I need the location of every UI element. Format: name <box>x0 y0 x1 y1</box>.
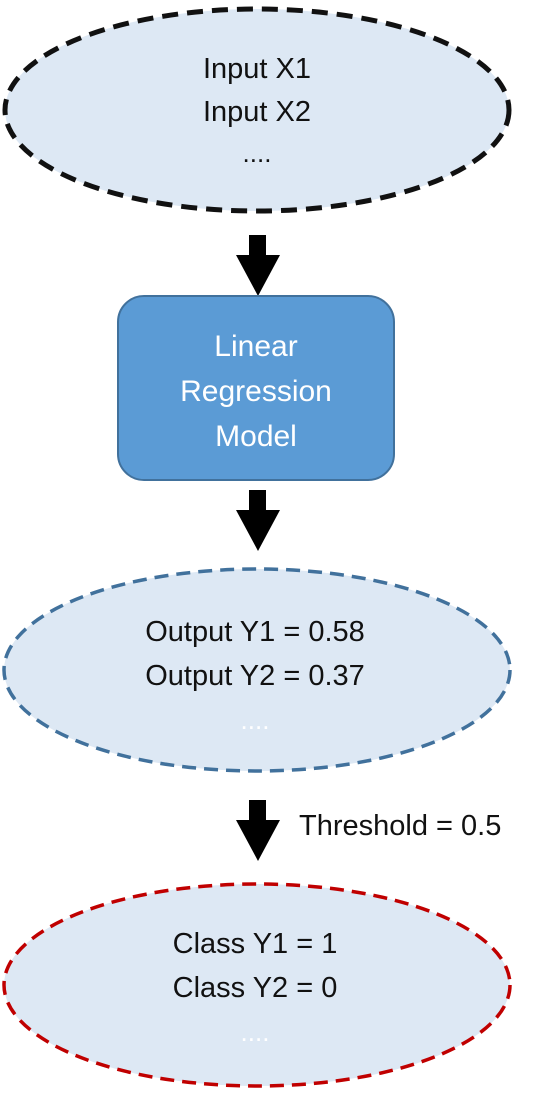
arrow-head <box>236 820 280 861</box>
class-node: Class Y1 = 1 Class Y2 = 0 .... <box>2 882 512 1088</box>
class-ellipse <box>2 882 512 1088</box>
model-node: Linear Regression Model <box>117 295 395 481</box>
input-line-2: Input X2 <box>203 96 311 128</box>
arrow-shaft <box>249 235 266 257</box>
model-line-1: Linear <box>214 330 297 363</box>
input-ellipsis: .... <box>243 138 272 168</box>
input-node: Input X1 Input X2 .... <box>2 6 512 214</box>
class-line-1: Class Y1 = 1 <box>173 928 338 960</box>
class-ellipsis: .... <box>241 1017 270 1047</box>
model-line-3: Model <box>215 420 297 453</box>
model-line-2: Regression <box>180 375 332 408</box>
arrow-head <box>236 255 280 296</box>
output-node: Output Y1 = 0.58 Output Y2 = 0.37 .... <box>2 567 512 773</box>
arrow-shaft <box>249 800 266 822</box>
input-ellipse <box>2 6 512 214</box>
arrow-shaft <box>249 490 266 512</box>
model-box <box>117 295 395 481</box>
output-ellipse <box>2 567 512 773</box>
threshold-label: Threshold = 0.5 <box>299 810 501 842</box>
input-line-1: Input X1 <box>203 53 311 85</box>
class-line-2: Class Y2 = 0 <box>173 972 338 1004</box>
output-ellipsis: .... <box>241 705 270 735</box>
arrow-head <box>236 510 280 551</box>
output-line-1: Output Y1 = 0.58 <box>145 616 365 648</box>
output-line-2: Output Y2 = 0.37 <box>145 660 365 692</box>
arrow-output-to-class <box>236 800 280 861</box>
arrow-input-to-model <box>236 235 280 296</box>
arrow-model-to-output <box>236 490 280 551</box>
